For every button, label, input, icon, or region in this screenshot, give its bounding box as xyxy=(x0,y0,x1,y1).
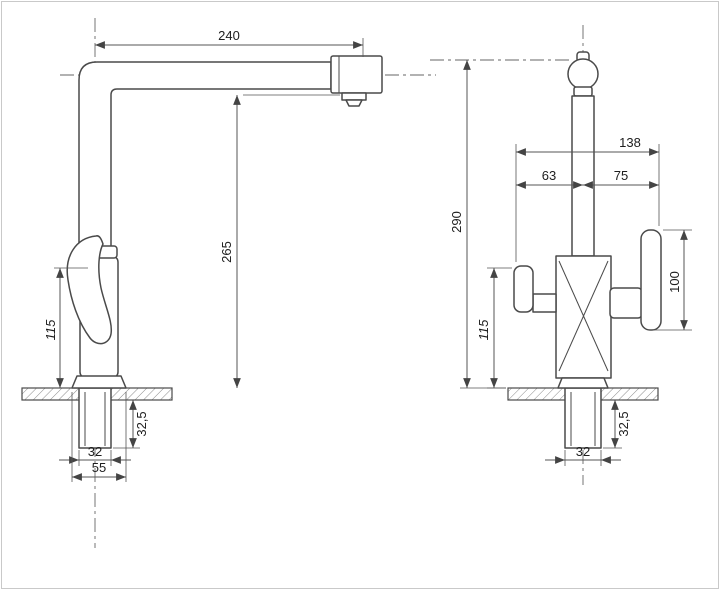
dim-32-front-label: 32 xyxy=(576,444,590,459)
dim-138-label: 138 xyxy=(619,135,641,150)
side-aerator xyxy=(341,92,367,101)
dim-290-label: 290 xyxy=(449,211,464,233)
front-riser-tube xyxy=(571,95,595,257)
side-dim-spout-reach: 240 xyxy=(95,28,364,57)
front-left-handle-stem xyxy=(532,293,557,313)
side-base-foot xyxy=(71,375,127,389)
dim-32-side-label: 32 xyxy=(88,444,102,459)
side-aerator-tip xyxy=(345,99,363,107)
dim-240-label: 240 xyxy=(218,28,240,43)
front-left-handle-knob xyxy=(513,265,534,313)
side-view: 240 265 115 32,5 32 xyxy=(21,18,436,548)
dim-115-side-label: 115 xyxy=(43,319,58,340)
front-dim-left-offset: 63 xyxy=(516,168,583,189)
dim-75-label: 75 xyxy=(614,168,628,183)
side-dim-handle-height: 115 xyxy=(43,267,88,389)
front-head-sphere xyxy=(567,58,599,90)
side-dim-shank-length: 32,5 xyxy=(113,399,149,449)
dim-32-5-side-label: 32,5 xyxy=(134,411,149,436)
dim-32-5-front-label: 32,5 xyxy=(616,411,631,436)
front-base-foot xyxy=(557,377,609,389)
front-head-collar xyxy=(573,86,593,97)
front-dim-body-height: 115 xyxy=(476,267,512,389)
front-view: 290 138 63 75 100 1 xyxy=(430,25,692,485)
side-handle-lever xyxy=(66,235,113,345)
front-lever-hub xyxy=(609,287,643,319)
side-spout-tube xyxy=(78,61,332,253)
dim-115-front-label: 115 xyxy=(476,319,491,340)
side-shank xyxy=(78,387,112,449)
front-dim-shank-width: 32 xyxy=(545,444,621,466)
dim-55-label: 55 xyxy=(92,460,106,475)
front-lever-blade xyxy=(640,229,662,331)
dim-100-label: 100 xyxy=(667,271,682,293)
front-dim-right-offset: 75 xyxy=(583,168,659,189)
side-dim-shank-width: 32 xyxy=(59,444,131,466)
side-dim-base-width: 55 xyxy=(71,392,127,482)
front-shank xyxy=(564,387,602,449)
dim-265-label: 265 xyxy=(219,241,234,263)
front-dim-shank-length: 32,5 xyxy=(603,399,631,449)
dim-63-label: 63 xyxy=(542,168,556,183)
front-body-cross-line xyxy=(558,260,609,372)
side-dim-outlet-height: 265 xyxy=(219,94,340,388)
front-dim-lever-height: 100 xyxy=(648,229,692,331)
